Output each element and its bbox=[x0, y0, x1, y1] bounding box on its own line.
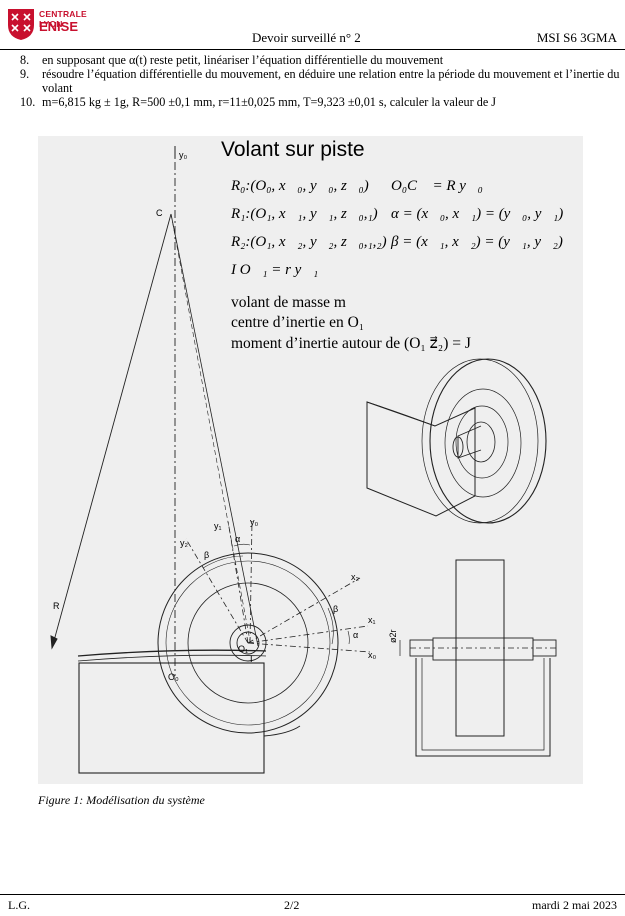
footer-divider bbox=[0, 894, 625, 895]
figure-caption: Figure 1: Modélisation du système bbox=[38, 793, 205, 807]
label-y2: y₂ bbox=[180, 538, 188, 548]
shield-logo-icon bbox=[8, 9, 34, 40]
document-title: Devoir surveillé n° 2 bbox=[252, 30, 361, 45]
header-divider bbox=[0, 49, 625, 50]
label-beta-2: β bbox=[333, 604, 339, 614]
inertia-center-description: centre d’inertie en O₁ bbox=[231, 314, 365, 331]
label-x0: x₀ bbox=[368, 650, 377, 660]
label-x1: x₁ bbox=[368, 615, 376, 625]
logo-bottom-text: ENISE bbox=[39, 19, 79, 34]
label-diameter: ø2r bbox=[388, 629, 398, 644]
footer-date: mardi 2 mai 2023 bbox=[532, 898, 617, 912]
io1-relation: I O⃗₁ = r y⃗₁ bbox=[231, 262, 319, 278]
page-number: 2/2 bbox=[284, 898, 300, 912]
question-number: 8. bbox=[20, 53, 30, 67]
label-y1: y₁ bbox=[214, 521, 222, 531]
label-y0: y₀ bbox=[250, 517, 259, 527]
label-r: R bbox=[53, 601, 60, 611]
question-item: 10. m=6,815 kg ± 1g, R=500 ±0,1 mm, r=11… bbox=[20, 95, 620, 109]
frame-r1: R₁:(O₁, x⃗₁, y⃗₁, z⃗₀,₁) bbox=[231, 206, 378, 222]
label-y0-top: y₀ bbox=[179, 150, 188, 160]
footer-author: L.G. bbox=[8, 898, 30, 912]
logo-top-text: CENTRALE LYON bbox=[39, 9, 87, 29]
beta-relation: β = (x⃗₁, x⃗₂) = (y⃗₁, y⃗₂) bbox=[391, 234, 563, 250]
question-number: 10. bbox=[20, 95, 36, 109]
question-text: m=6,815 kg ± 1g, R=500 ±0,1 mm, r=11±0,0… bbox=[42, 95, 497, 109]
inertia-moment-description: moment d’inertie autour de (O₁ z⃗₂) = J bbox=[231, 335, 471, 352]
label-x2: x₂ bbox=[351, 572, 359, 582]
mass-description: volant de masse m bbox=[231, 294, 346, 311]
question-item: 8. en supposant que α(t) reste petit, li… bbox=[20, 53, 620, 67]
question-item: 9. résoudre l’équation différentielle du… bbox=[20, 67, 620, 95]
figure-title: Volant sur piste bbox=[221, 138, 365, 161]
label-c: C bbox=[156, 208, 163, 218]
label-o0: O₀ bbox=[168, 672, 179, 682]
figure: Volant sur piste R₀:(O₀, x⃗₀, y⃗₀, z⃗₀) … bbox=[38, 136, 583, 784]
page-header: CENTRALE LYON ENISE Devoir surveillé n° … bbox=[0, 0, 625, 50]
label-i: I bbox=[250, 654, 253, 664]
question-number: 9. bbox=[20, 67, 30, 81]
logo: CENTRALE LYON ENISE bbox=[6, 7, 106, 43]
label-beta: β bbox=[204, 550, 210, 560]
course-code: MSI S6 3GMA bbox=[536, 30, 617, 45]
label-alpha: α bbox=[235, 534, 241, 544]
o0c-relation: O₀C⃗ = R y⃗₀ bbox=[391, 178, 483, 194]
label-o1: O₁ bbox=[238, 644, 249, 654]
alpha-relation: α = (x⃗₀, x⃗₁) = (y⃗₀, y⃗₁) bbox=[391, 206, 564, 222]
mechanism-drawing bbox=[50, 146, 558, 774]
frame-r2: R₂:(O₁, x⃗₂, y⃗₂, z⃗₀,₁,₂) bbox=[231, 234, 387, 250]
frame-r0: R₀:(O₀, x⃗₀, y⃗₀, z⃗₀) bbox=[231, 178, 369, 194]
question-text: résoudre l’équation différentielle du mo… bbox=[42, 67, 620, 95]
label-alpha-2: α bbox=[353, 630, 359, 640]
question-text: en supposant que α(t) reste petit, linéa… bbox=[42, 53, 444, 67]
question-list: 8. en supposant que α(t) reste petit, li… bbox=[20, 53, 620, 109]
